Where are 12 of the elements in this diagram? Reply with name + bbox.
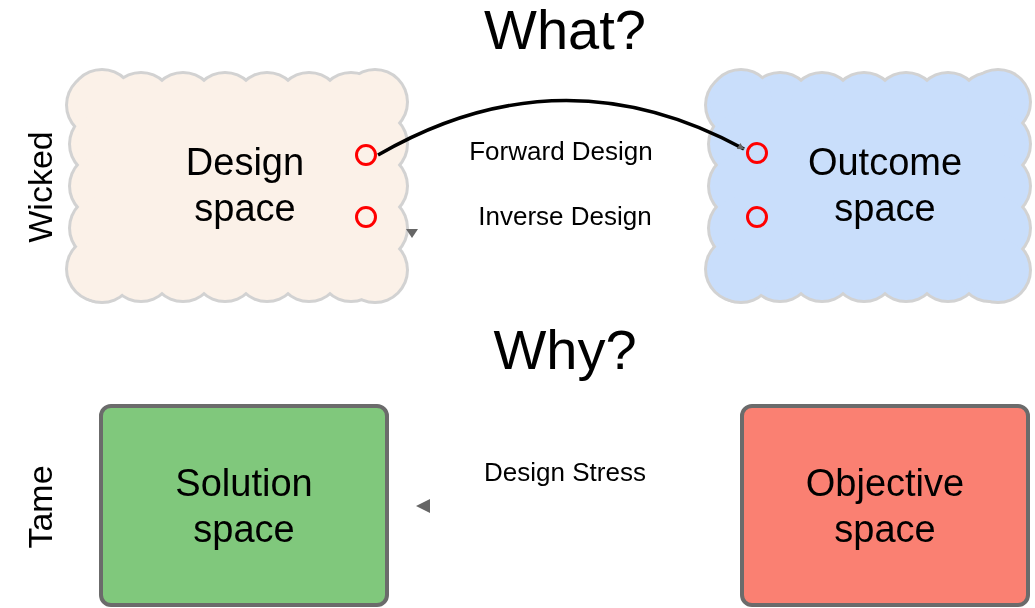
box-label: Objective space: [804, 460, 966, 552]
arrow-label: Design Stress: [484, 459, 646, 485]
box-label: Solution space: [174, 460, 314, 552]
cloud-label: Design space: [184, 140, 306, 231]
space-box: [740, 404, 1030, 607]
arrow-label: Inverse Design: [478, 203, 652, 229]
heading: What?: [484, 2, 646, 58]
axis-label: Wicked: [23, 131, 57, 243]
cloud-label: Outcome space: [806, 140, 964, 231]
space-box: [99, 404, 389, 607]
curved-arrow: [377, 98, 745, 157]
axis-label: Tame: [23, 465, 57, 549]
